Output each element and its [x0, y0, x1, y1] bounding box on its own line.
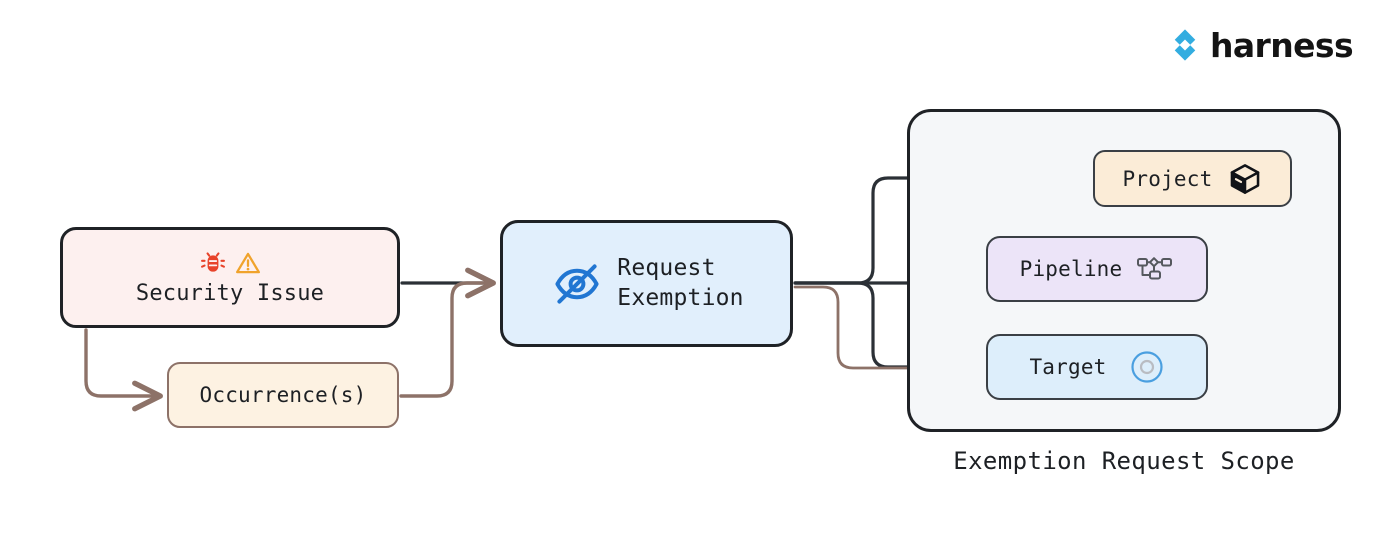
node-request-exemption[interactable]: Request Exemption [500, 220, 793, 347]
edge-security-to-occurrences [84, 328, 159, 396]
eye-off-icon [555, 263, 599, 304]
harness-diamond-logo-icon [1174, 29, 1196, 61]
exemption-request-scope-label: Exemption Request Scope [953, 447, 1295, 475]
node-target[interactable]: Target [986, 334, 1208, 400]
request-exemption-label: Request Exemption [617, 254, 743, 313]
occurrences-label: Occurrence(s) [199, 383, 367, 407]
cube-box-icon [1228, 162, 1262, 196]
pipeline-nodes-icon [1136, 254, 1174, 284]
security-issue-icons [200, 249, 261, 277]
node-pipeline[interactable]: Pipeline [986, 236, 1208, 302]
bug-icon [200, 252, 225, 272]
brand-wordmark: harness [1210, 25, 1354, 65]
edge-occurrences-to-request [399, 283, 492, 398]
pipeline-label: Pipeline [1019, 257, 1123, 281]
request-exemption-line2: Exemption [617, 284, 744, 311]
target-circle-icon [1129, 349, 1165, 385]
project-label: Project [1122, 166, 1213, 191]
request-exemption-line1: Request [617, 255, 716, 282]
security-issue-label: Security Issue [135, 281, 325, 306]
harness-logo: harness [1168, 25, 1354, 65]
node-security-issue[interactable]: Security Issue [60, 227, 400, 328]
node-occurrences[interactable]: Occurrence(s) [167, 362, 399, 428]
node-project[interactable]: Project [1093, 150, 1292, 207]
warning-triangle-icon [235, 252, 260, 274]
target-label: Target [1029, 355, 1107, 379]
